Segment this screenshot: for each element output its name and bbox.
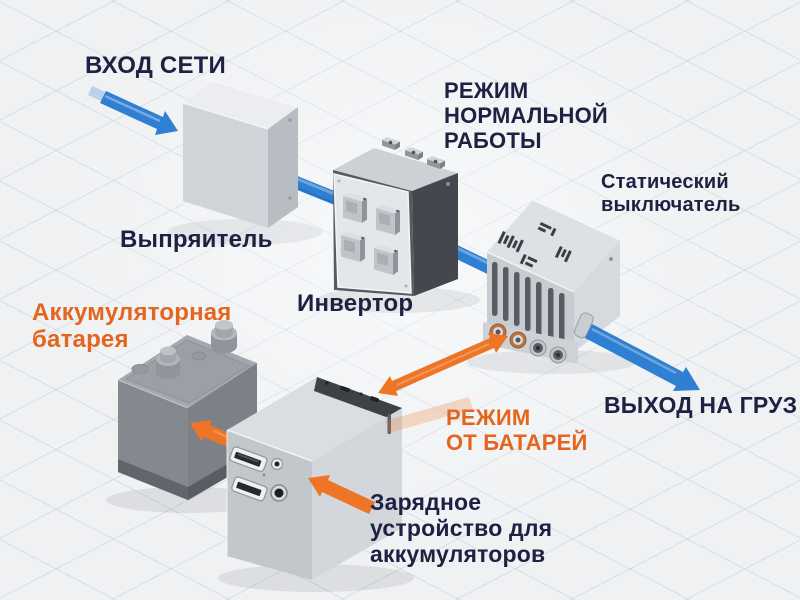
charger-label: Зарядное устройство для аккумуляторов	[370, 489, 553, 567]
battery-terminal	[211, 320, 237, 354]
usb-port-icon	[231, 476, 268, 502]
battery-mode-arrow	[378, 333, 508, 433]
output-load-arrow	[585, 324, 700, 391]
mains-input-arrow	[88, 86, 178, 135]
jack-port-icon	[270, 457, 284, 471]
charger-box	[226, 377, 402, 580]
rectifier-label: Выпряитель	[120, 226, 273, 253]
rectifier-box	[182, 80, 299, 228]
normal-mode-label: РЕЖИМ НОРМАЛЬНОЙ РАБОТЫ	[444, 78, 608, 153]
battery-terminal	[156, 346, 180, 379]
static-switch-label: Статический выключатель	[601, 171, 741, 216]
circuit-marks	[497, 222, 572, 268]
terminal-connectors	[489, 323, 567, 364]
static-switch-box	[483, 199, 621, 364]
inverter-box	[333, 137, 458, 296]
jack-port-icon	[270, 484, 288, 502]
usb-port-icon	[229, 446, 268, 473]
output-load-label: ВЫХОД НА ГРУЗ	[604, 392, 798, 418]
charger-pointer-arrow	[308, 475, 375, 514]
mains-input-label: ВХОД СЕТИ	[85, 52, 226, 79]
vent-slats	[492, 262, 565, 347]
battery-mode-label: РЕЖИМ ОТ БАТАРЕЙ	[446, 405, 588, 455]
battery-label: Аккумуляторная батарея	[32, 299, 232, 354]
inverter-label: Инвертор	[297, 290, 414, 317]
